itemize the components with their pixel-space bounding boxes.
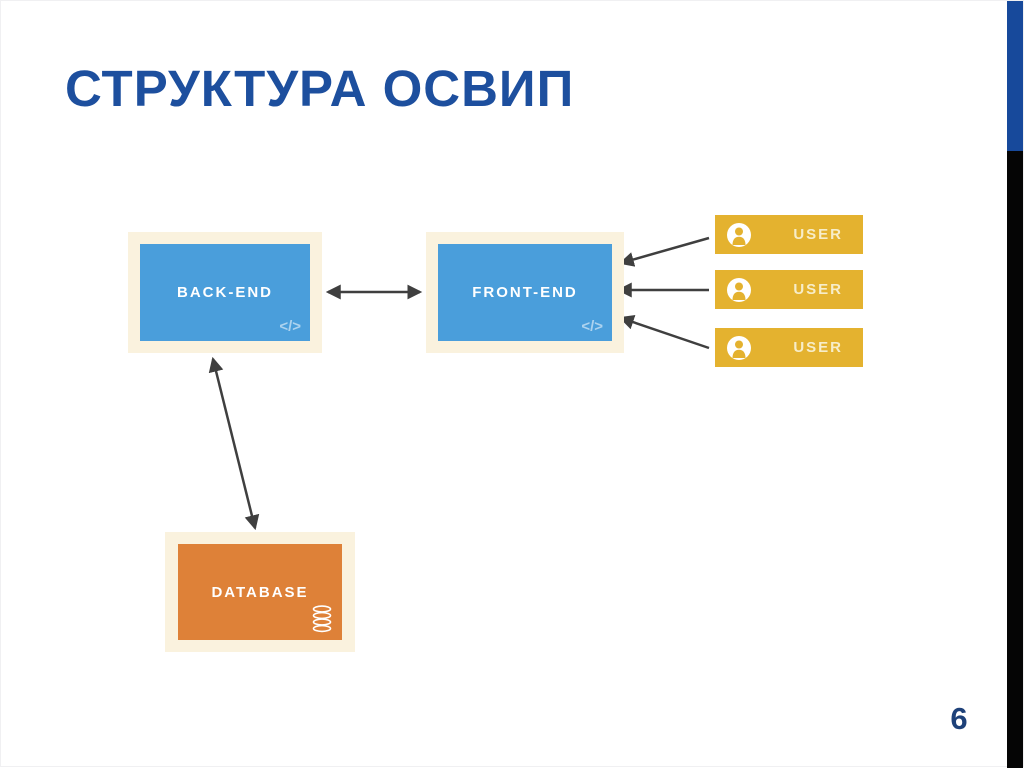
backend-label: BACK-END xyxy=(177,284,273,301)
arrow-user1-frontend xyxy=(618,236,710,267)
user-label: USER xyxy=(793,339,843,356)
user-label: USER xyxy=(793,226,843,243)
user-icon xyxy=(727,277,751,302)
user-icon xyxy=(727,222,751,247)
user-chip-1: USER xyxy=(715,215,863,254)
slide-title: СТРУКТУРА ОСВИП xyxy=(65,60,575,117)
user-label: USER xyxy=(793,281,843,298)
code-icon: </> xyxy=(279,318,301,335)
user-chip-3: USER xyxy=(715,328,863,367)
arrow-backend-database xyxy=(208,356,260,531)
frontend-node: FRONT-END </> xyxy=(438,244,612,341)
database-label: DATABASE xyxy=(211,583,309,601)
user-icon xyxy=(727,335,751,360)
arrow-user3-frontend xyxy=(618,315,710,350)
backend-node: BACK-END </> xyxy=(140,244,310,341)
frontend-label: FRONT-END xyxy=(472,284,578,301)
right-strip-blue xyxy=(1007,1,1023,151)
database-icon xyxy=(312,605,332,633)
right-strip-black xyxy=(1007,151,1023,768)
user-chip-2: USER xyxy=(715,270,863,309)
page-number: 6 xyxy=(950,701,968,736)
database-node: DATABASE xyxy=(178,544,342,640)
code-icon: </> xyxy=(581,318,603,335)
